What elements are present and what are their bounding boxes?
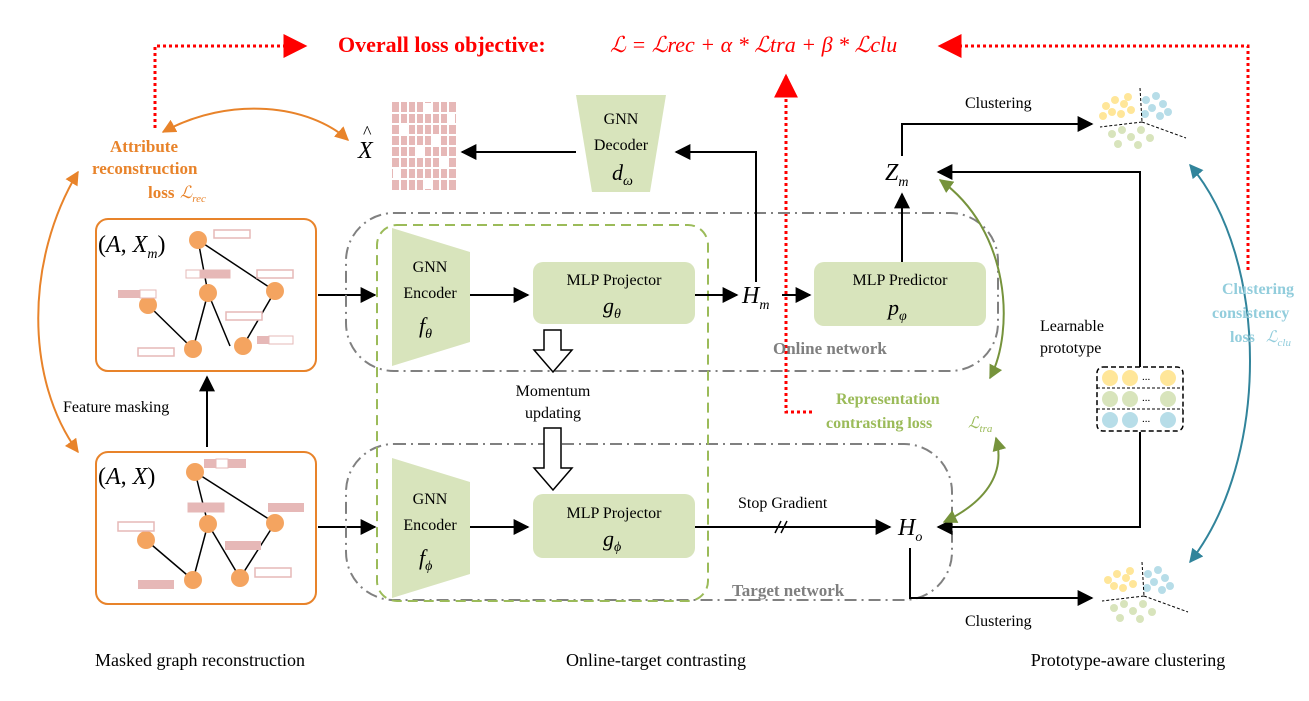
representation-loss-line1: Representation <box>836 391 940 408</box>
online-projector-box <box>533 262 695 324</box>
arrow-ho-to-clustering <box>909 548 1094 606</box>
arrow-zm-to-clustering <box>901 116 1094 156</box>
online-network-label: Online network <box>773 339 887 358</box>
predictor-label: MLP Predictor <box>853 272 949 289</box>
olive-arrow-loss-ho <box>942 436 1007 523</box>
clustering-loss-line3: loss <box>1230 329 1255 346</box>
attribute-loss-symbol: ℒrec <box>180 183 206 205</box>
cluster-plot-top <box>1099 87 1187 149</box>
section-caption-right: Prototype-aware clustering <box>1031 650 1225 670</box>
stop-gradient-mark <box>774 520 788 534</box>
target-encoder-line2: Encoder <box>403 517 457 534</box>
prototype-ellipsis-3: ... <box>1142 413 1151 425</box>
target-encoder-trapezoid <box>392 458 470 598</box>
original-graph-label: (A, X) <box>98 464 155 490</box>
orange-arrow-rec-xhat <box>161 107 350 141</box>
clustering-loss-line1: Clustering <box>1222 281 1294 298</box>
online-encoder-line1: GNN <box>413 259 448 276</box>
overall-loss-formula: ℒ = ℒrec + α * ℒtra + β * ℒclu <box>610 32 897 57</box>
ho-symbol: Ho <box>897 515 922 545</box>
xhat-hat: ^ <box>363 122 372 142</box>
representation-loss-symbol: ℒtra <box>968 415 993 435</box>
masked-graph-nodes <box>139 231 284 358</box>
zm-symbol: Zm <box>885 160 908 190</box>
original-feature-vectors <box>117 458 304 589</box>
attribute-loss-line3: loss <box>148 183 175 202</box>
orange-arrow-rec-graphs <box>37 170 79 454</box>
olive-arrow-zm-loss <box>938 179 1005 380</box>
original-graph-nodes <box>137 463 284 589</box>
prototype-box <box>1096 366 1184 432</box>
representation-loss-line2: contrasting loss <box>826 415 932 432</box>
gnn-decoder-line1: GNN <box>604 111 639 128</box>
momentum-arrow-bottom <box>532 427 574 492</box>
teal-arrow-clustering-consistency <box>1189 163 1251 564</box>
online-encoder-trapezoid <box>392 228 470 366</box>
xhat-symbol: X <box>357 138 374 164</box>
prototype-dividers <box>1097 387 1183 410</box>
clustering-top-label: Clustering <box>965 95 1032 112</box>
learnable-line1: Learnable <box>1040 318 1104 335</box>
red-arrow-tra-to-objective <box>774 73 812 414</box>
prototype-ellipsis-1: ... <box>1142 371 1151 383</box>
clustering-loss-symbol: ℒclu <box>1266 329 1291 349</box>
arrow-hm-to-decoder <box>674 144 757 282</box>
red-arrow-rec-to-objective <box>153 34 308 128</box>
section-caption-left: Masked graph reconstruction <box>95 650 305 670</box>
clustering-bottom-label: Clustering <box>965 613 1032 630</box>
gnn-decoder-line2: Decoder <box>594 137 649 154</box>
masked-feature-vectors <box>118 229 294 357</box>
target-network-label: Target network <box>732 581 845 600</box>
gnn-decoder-trapezoid <box>576 95 666 192</box>
masked-graph-label: (A, Xm) <box>98 232 165 262</box>
online-encoder-line2: Encoder <box>403 285 457 302</box>
hm-symbol: Hm <box>741 283 769 313</box>
prototype-vectors: ... ... ... <box>1102 370 1176 428</box>
red-arrow-clu-to-objective <box>937 34 1250 270</box>
arrow-prototype-to-zm <box>936 164 1141 372</box>
overall-loss-prefix: Overall loss objective: <box>338 32 546 57</box>
learnable-line2: prototype <box>1040 340 1101 357</box>
attribute-loss-line2: reconstruction <box>92 159 198 178</box>
stop-gradient-label: Stop Gradient <box>738 495 828 512</box>
momentum-arrow-top <box>532 329 574 374</box>
target-encoder-line1: GNN <box>413 491 448 508</box>
online-projector-label: MLP Projector <box>567 272 663 289</box>
momentum-line2: updating <box>525 405 581 422</box>
clustering-loss-line2: consistency <box>1212 305 1289 322</box>
momentum-line1: Momentum <box>516 383 591 400</box>
section-caption-middle: Online-target contrasting <box>566 650 746 670</box>
target-projector-box <box>533 494 695 558</box>
feature-masking-label: Feature masking <box>63 399 169 416</box>
attribute-loss-line1: Attribute <box>110 137 178 156</box>
contrast-region-box <box>376 224 709 602</box>
cluster-plot-bottom <box>1101 561 1189 623</box>
arrow-prototype-to-ho <box>936 432 1141 535</box>
xhat-matrix <box>392 102 456 190</box>
target-projector-label: MLP Projector <box>567 505 663 522</box>
prototype-ellipsis-2: ... <box>1142 392 1151 404</box>
